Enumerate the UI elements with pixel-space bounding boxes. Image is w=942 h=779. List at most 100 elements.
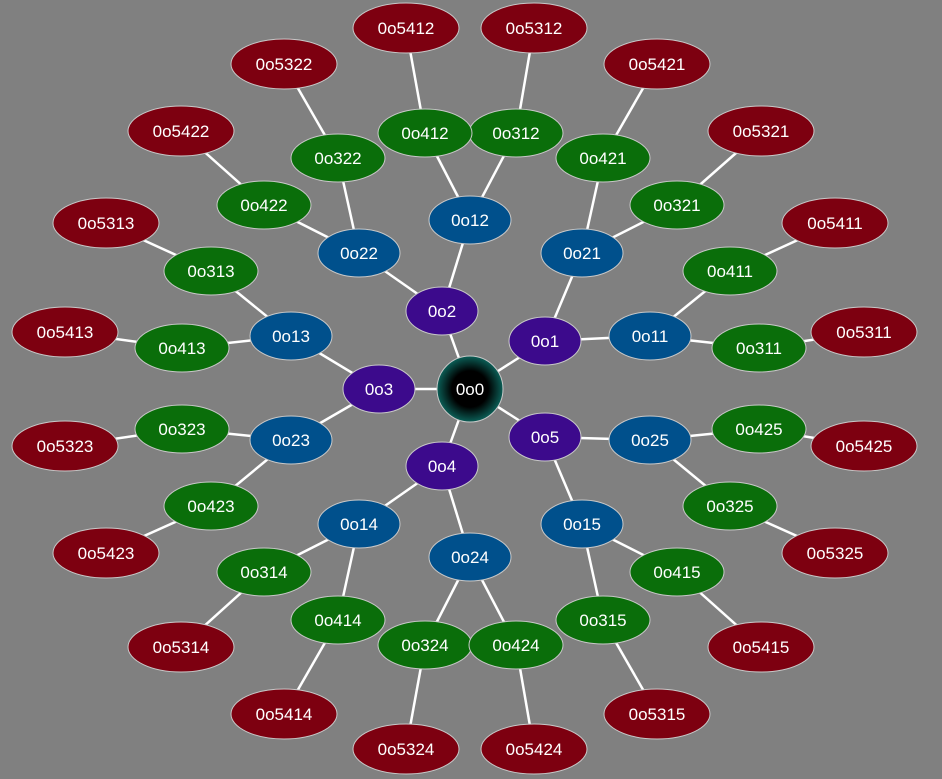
node-0o23[interactable]: 0o23: [249, 415, 333, 465]
node-label: 0o5421: [629, 55, 686, 74]
node-0o5[interactable]: 0o5: [508, 412, 582, 462]
node-0o5422[interactable]: 0o5422: [127, 105, 235, 157]
node-0o314[interactable]: 0o314: [216, 547, 312, 597]
node-label: 0o13: [272, 327, 310, 346]
node-label: 0o5324: [378, 740, 435, 759]
node-0o315[interactable]: 0o315: [555, 595, 651, 645]
node-label: 0o2: [428, 302, 456, 321]
node-0o12[interactable]: 0o12: [428, 195, 512, 245]
node-label: 0o5415: [733, 638, 790, 657]
node-0o323[interactable]: 0o323: [134, 404, 230, 454]
node-0o413[interactable]: 0o413: [134, 323, 230, 373]
node-0o324[interactable]: 0o324: [377, 620, 473, 670]
node-0o11[interactable]: 0o11: [608, 311, 692, 361]
node-0o1[interactable]: 0o1: [508, 316, 582, 366]
node-0o312[interactable]: 0o312: [468, 108, 564, 158]
node-0o14[interactable]: 0o14: [317, 499, 401, 549]
node-label: 0o323: [158, 420, 205, 439]
node-label: 0o5311: [836, 323, 891, 342]
node-label: 0o5413: [37, 323, 94, 342]
node-shape-0o2: [405, 286, 479, 336]
node-0o5323[interactable]: 0o5323: [11, 420, 119, 472]
node-0o5312[interactable]: 0o5312: [480, 2, 588, 54]
node-0o5313[interactable]: 0o5313: [52, 197, 160, 249]
node-0o325[interactable]: 0o325: [682, 481, 778, 531]
node-0o422[interactable]: 0o422: [216, 180, 312, 230]
node-shape-0o423: [163, 481, 259, 531]
node-0o5425[interactable]: 0o5425: [810, 420, 918, 472]
node-0o5421[interactable]: 0o5421: [603, 38, 711, 90]
node-shape-0o425: [711, 404, 807, 454]
node-label: 0o5424: [506, 740, 563, 759]
node-0o24[interactable]: 0o24: [428, 532, 512, 582]
node-0o2[interactable]: 0o2: [405, 286, 479, 336]
node-label: 0o5412: [378, 19, 435, 38]
node-label: 0o0: [456, 380, 484, 399]
node-0o22[interactable]: 0o22: [317, 228, 401, 278]
node-0o5314[interactable]: 0o5314: [127, 621, 235, 673]
node-shape-0o315: [555, 595, 651, 645]
node-0o424[interactable]: 0o424: [468, 620, 564, 670]
node-shape-0o5313: [52, 197, 160, 249]
node-0o5413[interactable]: 0o5413: [11, 306, 119, 358]
node-label: 0o5414: [256, 705, 313, 724]
node-0o415[interactable]: 0o415: [629, 547, 725, 597]
node-shape-0o25: [608, 415, 692, 465]
node-0o411[interactable]: 0o411: [682, 246, 778, 296]
node-0o412[interactable]: 0o412: [377, 108, 473, 158]
node-shape-0o0: [436, 355, 504, 423]
node-0o5324[interactable]: 0o5324: [352, 723, 460, 775]
node-shape-0o5421: [603, 38, 711, 90]
node-label: 0o4: [428, 457, 456, 476]
node-0o321[interactable]: 0o321: [629, 180, 725, 230]
node-0o5411[interactable]: 0o5411: [781, 197, 889, 249]
node-0o5311[interactable]: 0o5311: [810, 306, 918, 358]
node-0o3[interactable]: 0o3: [342, 364, 416, 414]
node-0o15[interactable]: 0o15: [540, 499, 624, 549]
node-0o5412[interactable]: 0o5412: [352, 2, 460, 54]
node-0o21[interactable]: 0o21: [540, 228, 624, 278]
node-label: 0o12: [451, 211, 489, 230]
node-shape-0o321: [629, 180, 725, 230]
node-label: 0o5411: [807, 214, 862, 233]
node-label: 0o412: [401, 124, 448, 143]
node-0o5415[interactable]: 0o5415: [707, 621, 815, 673]
node-0o5322[interactable]: 0o5322: [230, 38, 338, 90]
node-0o5414[interactable]: 0o5414: [230, 688, 338, 740]
node-0o5424[interactable]: 0o5424: [480, 723, 588, 775]
node-label: 0o5321: [733, 122, 790, 141]
node-0o313[interactable]: 0o313: [163, 246, 259, 296]
node-0o4[interactable]: 0o4: [405, 441, 479, 491]
node-label: 0o414: [314, 611, 361, 630]
node-0o5325[interactable]: 0o5325: [781, 527, 889, 579]
node-label: 0o5423: [78, 544, 135, 563]
node-shape-0o14: [317, 499, 401, 549]
node-0o414[interactable]: 0o414: [290, 595, 386, 645]
node-0o423[interactable]: 0o423: [163, 481, 259, 531]
node-shape-0o313: [163, 246, 259, 296]
node-0o425[interactable]: 0o425: [711, 404, 807, 454]
node-shape-0o1: [508, 316, 582, 366]
node-label: 0o5425: [836, 437, 893, 456]
node-0o5321[interactable]: 0o5321: [707, 105, 815, 157]
node-label: 0o25: [631, 431, 669, 450]
node-0o25[interactable]: 0o25: [608, 415, 692, 465]
node-0o421[interactable]: 0o421: [555, 133, 651, 183]
node-shape-0o5412: [352, 2, 460, 54]
node-0o311[interactable]: 0o311: [711, 323, 807, 373]
node-0o5315[interactable]: 0o5315: [603, 688, 711, 740]
node-0o322[interactable]: 0o322: [290, 133, 386, 183]
node-label: 0o322: [314, 149, 361, 168]
node-shape-0o5: [508, 412, 582, 462]
node-0o5423[interactable]: 0o5423: [52, 527, 160, 579]
node-0o0[interactable]: 0o0: [436, 355, 504, 423]
node-label: 0o5312: [506, 19, 563, 38]
node-0o13[interactable]: 0o13: [249, 311, 333, 361]
node-label: 0o3: [365, 380, 393, 399]
node-shape-0o5312: [480, 2, 588, 54]
node-label: 0o14: [340, 515, 378, 534]
node-label: 0o5323: [37, 437, 94, 456]
